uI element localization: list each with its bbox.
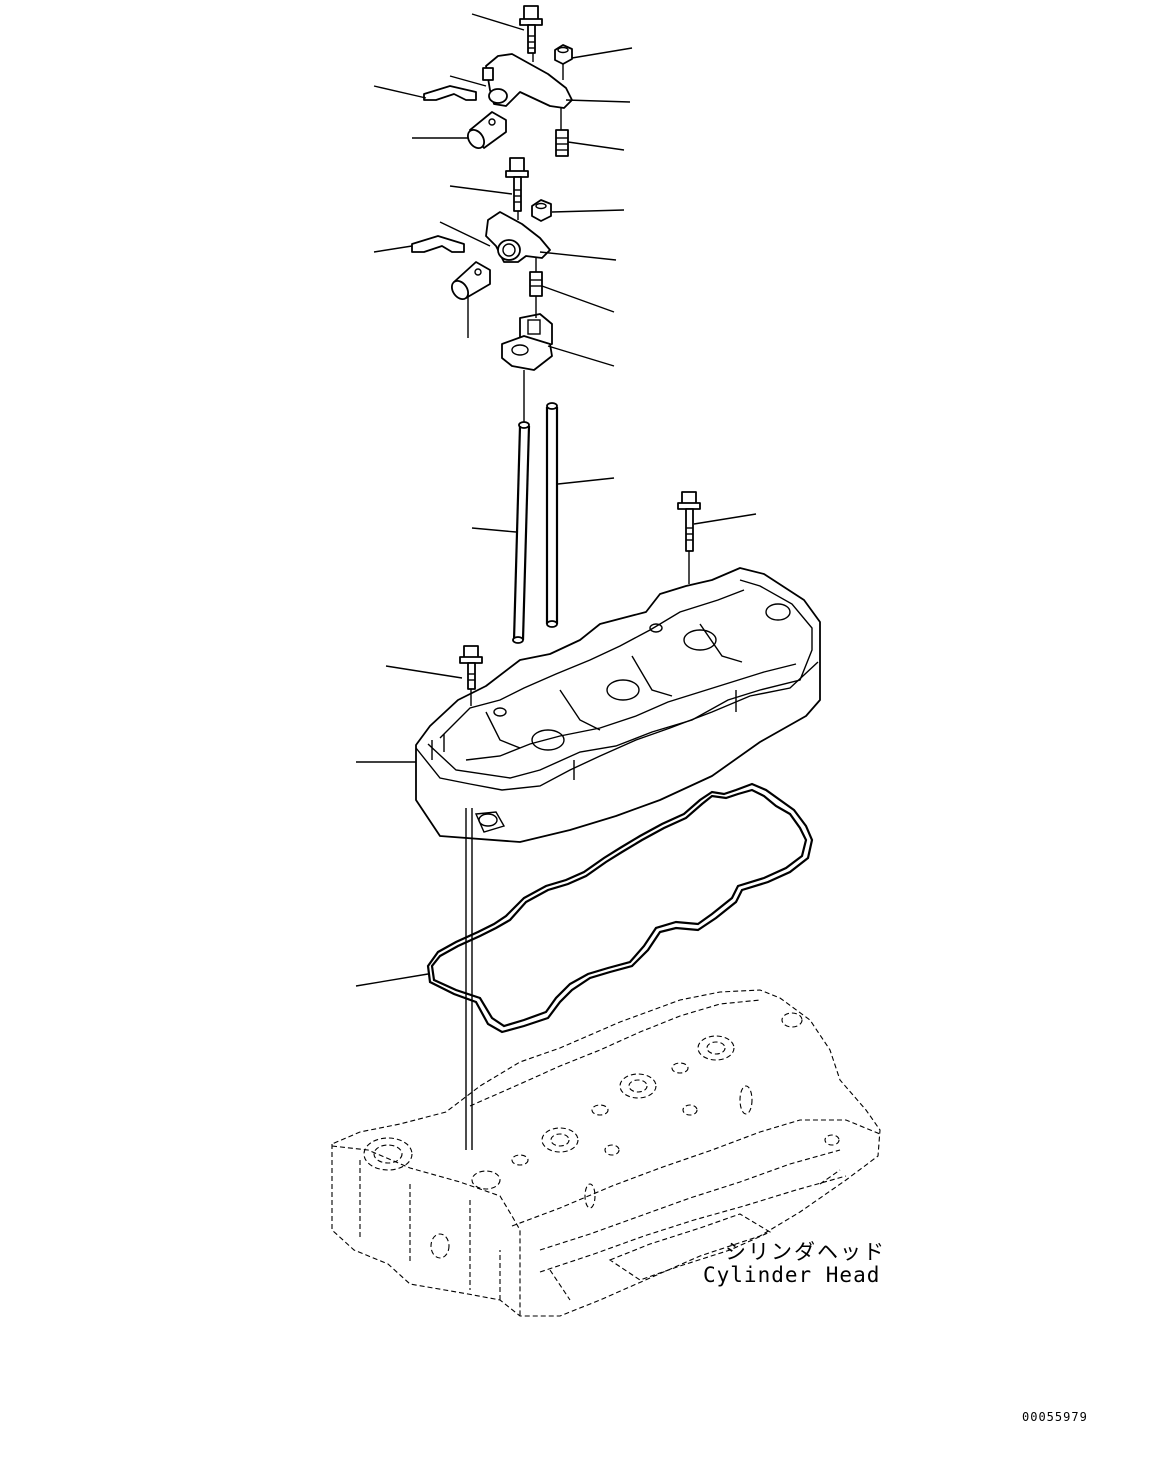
housing-bolt-left [459,645,483,690]
drawing-number: 00055979 [1022,1410,1088,1424]
cylinder-head [331,989,881,1317]
upper-rocker-assembly [423,5,573,157]
cylinder-head-label-en: Cylinder Head [703,1263,881,1287]
housing-bolt-right [677,491,701,552]
push-rod-left [512,421,531,644]
bolt-top [519,5,543,54]
cylinder-head-label-jp: シリンダヘッド [725,1240,886,1264]
rocker-shaft-lower [450,261,491,301]
rocker-arm-lower [485,211,551,263]
rocker-housing-gasket [426,782,814,1034]
adjust-screw-upper [555,129,569,157]
rocker-housing [415,567,821,843]
bracket-upper [423,75,487,101]
leader-lines [355,13,757,987]
lower-rocker-assembly [411,157,553,371]
rocker-shaft-upper [466,111,507,150]
nut-upper [554,44,573,65]
bolt-middle [505,157,529,212]
adjust-screw-lower [529,271,543,297]
nut-lower [531,199,552,222]
rocker-pedestal [501,313,553,371]
push-rod-right [545,402,559,628]
push-rods [512,402,559,644]
rocker-arm-upper [482,53,573,109]
alignment-lines [465,53,690,1150]
bracket-lower [411,221,491,253]
